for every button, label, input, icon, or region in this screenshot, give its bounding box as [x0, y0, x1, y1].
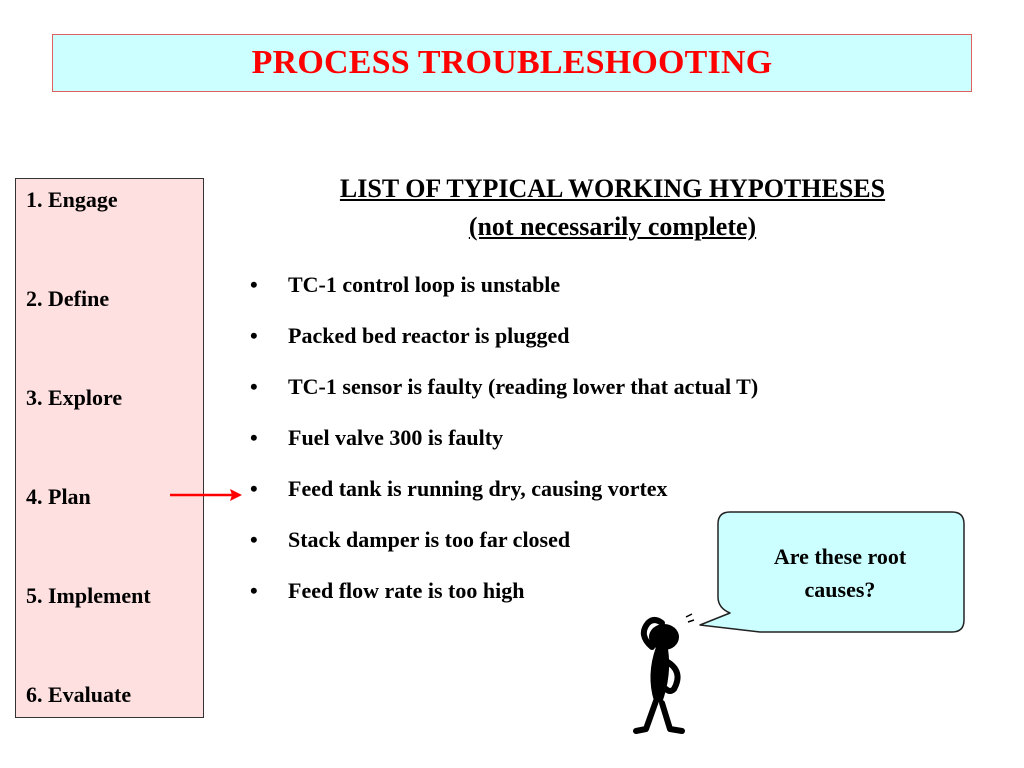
- steps-panel: 1. Engage 2. Define 3. Explore 4. Plan 5…: [15, 178, 204, 718]
- step-implement: 5. Implement: [26, 583, 151, 608]
- bullet-icon: •: [250, 374, 258, 399]
- list-item-text: TC-1 sensor is faulty (reading lower tha…: [288, 374, 759, 399]
- step-engage: 1. Engage: [26, 187, 118, 212]
- bullet-icon: •: [250, 527, 258, 552]
- list-item-text: Fuel valve 300 is faulty: [288, 425, 504, 450]
- bullet-icon: •: [250, 425, 258, 450]
- arrow-right-icon: [170, 489, 242, 501]
- list-item-text: Packed bed reactor is plugged: [288, 323, 570, 348]
- hypotheses-heading: LIST OF TYPICAL WORKING HYPOTHESES (not …: [240, 170, 985, 246]
- list-item-text: Feed tank is running dry, causing vortex: [288, 476, 668, 501]
- thinking-person-figure: [633, 511, 965, 734]
- list-item: • TC-1 sensor is faulty (reading lower t…: [250, 372, 758, 402]
- list-item: • Stack damper is too far closed: [250, 525, 570, 555]
- list-item: • Fuel valve 300 is faulty: [250, 423, 503, 453]
- step-plan: 4. Plan: [26, 484, 91, 509]
- step-evaluate: 6. Evaluate: [26, 682, 132, 707]
- callout-line-1: Are these root: [773, 544, 907, 569]
- bullet-icon: •: [250, 578, 258, 603]
- title-banner: PROCESS TROUBLESHOOTING: [52, 34, 972, 92]
- speech-bubble-icon: [699, 511, 965, 633]
- heading-line-2: (not necessarily complete): [468, 212, 757, 241]
- step-define: 2. Define: [26, 286, 110, 311]
- step-explore: 3. Explore: [26, 385, 123, 410]
- list-item-text: Stack damper is too far closed: [288, 527, 571, 552]
- list-item-text: TC-1 control loop is unstable: [288, 272, 561, 297]
- bullet-icon: •: [250, 272, 258, 297]
- list-item: • Feed flow rate is too high: [250, 576, 524, 606]
- callout-line-2: causes?: [804, 577, 876, 602]
- callout-text: Are these root causes?: [735, 540, 945, 606]
- list-item-text: Feed flow rate is too high: [288, 578, 525, 603]
- list-item: • Feed tank is running dry, causing vort…: [250, 474, 668, 504]
- list-item: • TC-1 control loop is unstable: [250, 270, 560, 300]
- bullet-icon: •: [250, 476, 258, 501]
- heading-line-1: LIST OF TYPICAL WORKING HYPOTHESES: [339, 174, 886, 203]
- bullet-icon: •: [250, 323, 258, 348]
- slide-title: PROCESS TROUBLESHOOTING: [251, 44, 773, 81]
- list-item: • Packed bed reactor is plugged: [250, 321, 570, 351]
